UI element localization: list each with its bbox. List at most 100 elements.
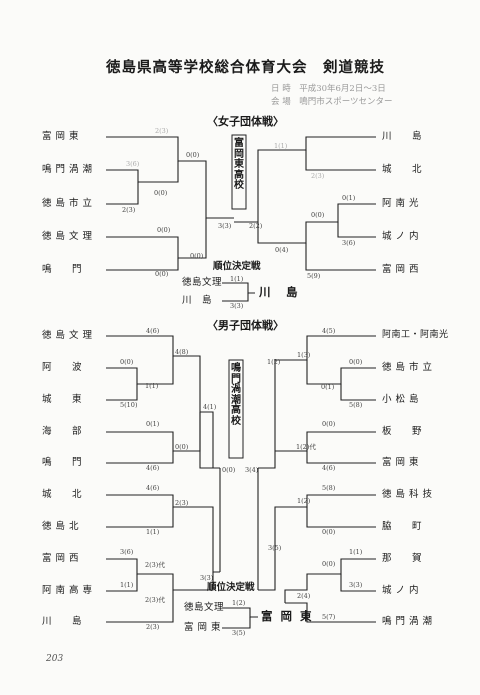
women-placing-winner: 川 島 (259, 285, 300, 299)
women-score: 3(6) (342, 239, 356, 247)
women-score: 0(0) (186, 151, 200, 159)
men-left-team: 城 北 (42, 489, 83, 500)
men-score: 3(3) (349, 581, 363, 589)
women-left-team: 徳 島 文 理 (42, 231, 93, 242)
men-right-team: 板 野 (382, 426, 423, 437)
men-score: 1(1) (146, 528, 160, 536)
men-score: 1(3) (297, 351, 311, 359)
women-score: 0(0) (157, 226, 171, 234)
women-section-title: 〈女子団体戦〉 (207, 115, 284, 128)
women-score: 3(3) (218, 222, 232, 230)
women-placing-score: 1(1) (230, 275, 244, 283)
men-left-team: 阿 南 高 専 (42, 585, 93, 596)
men-score: 4(6) (146, 327, 160, 335)
women-left-team: 富 岡 東 (42, 131, 80, 142)
men-score: 1(2)代 (296, 443, 316, 451)
men-score: 4(1) (203, 403, 217, 411)
men-right-team: 徳 島 市 立 (382, 362, 433, 373)
men-score: 0(1) (321, 383, 335, 391)
men-right-team: 阿南工・阿南光 (382, 330, 449, 340)
men-score: 1(1) (120, 581, 134, 589)
men-placing-lines (222, 607, 258, 629)
men-score: 3(5) (268, 544, 282, 552)
men-right-team: 小 松 島 (382, 394, 420, 405)
women-left-team: 徳 島 市 立 (42, 198, 93, 209)
men-score: 1(1) (349, 548, 363, 556)
men-left-team: 海 部 (42, 426, 83, 437)
men-score: 5(8) (349, 401, 363, 409)
women-right-team: 城 北 (382, 164, 423, 175)
event-venue: 会 場 鳴門市スポーツセンター (271, 97, 393, 107)
men-right-team: 城 ノ 内 (382, 585, 420, 596)
women-right-team: 城 ノ 内 (382, 231, 420, 242)
women-right-team: 富 岡 西 (382, 264, 420, 275)
men-placing-winner: 富 岡 東 (261, 609, 314, 623)
women-score: 0(0) (311, 211, 325, 219)
men-score: 2(3)代 (145, 596, 165, 604)
women-placing-team: 川 島 (182, 295, 213, 306)
men-champion-label: 鳴門渦潮高校 (231, 363, 241, 427)
men-final-score: 0(0) (222, 466, 236, 474)
women-score: 0(1) (342, 194, 356, 202)
women-score: 0(0) (154, 189, 168, 197)
women-right-team: 阿 南 光 (382, 198, 420, 209)
men-left-team: 徳 島 北 (42, 521, 80, 532)
women-score: 2(3) (122, 206, 136, 214)
men-score: 3(3) (200, 574, 214, 582)
women-placing-team: 徳島文理 (182, 277, 223, 288)
men-score: 0(0) (175, 443, 189, 451)
men-score: 4(6) (146, 464, 160, 472)
men-score: 0(0) (322, 560, 336, 568)
women-placing-title: 順位決定戦 (213, 261, 261, 272)
women-left-team: 鳴 門 渦 潮 (42, 164, 93, 175)
men-right-team: 脇 町 (382, 521, 423, 532)
women-score: 3(6) (126, 160, 140, 168)
men-left-team: 鳴 門 (42, 457, 83, 468)
event-dates: 日 時 平成30年6月2日～3日 (271, 84, 386, 94)
women-placing-score: 3(3) (230, 302, 244, 310)
women-placing-lines (222, 282, 255, 302)
men-score: 4(6) (322, 464, 336, 472)
men-score: 0(1) (146, 420, 160, 428)
men-score: 2(3) (146, 623, 160, 631)
men-left-team: 川 島 (42, 616, 83, 627)
men-score: 4(5) (322, 327, 336, 335)
men-left-team: 城 東 (42, 394, 83, 405)
men-champion-box (228, 359, 244, 459)
men-placing-title: 順位決定戦 (207, 582, 255, 593)
men-right-team: 徳 島 科 技 (382, 489, 433, 500)
men-left-team: 阿 波 (42, 362, 83, 373)
page-number: 203 (46, 654, 64, 664)
men-placing-team: 徳島文理 (184, 602, 225, 613)
women-score: 2(3) (155, 127, 169, 135)
men-placing-score: 1(2) (232, 599, 246, 607)
men-score: 2(4) (297, 592, 311, 600)
women-right-team: 川 島 (382, 131, 423, 142)
men-right-lines (257, 335, 376, 623)
men-score: 1(2) (297, 497, 311, 505)
men-score: 1(2) (267, 358, 281, 366)
women-right-lines (234, 136, 376, 271)
women-left-lines (106, 136, 234, 271)
men-score: 4(8) (175, 348, 189, 356)
women-left-team: 鳴 門 (42, 264, 83, 275)
men-score: 1(1) (145, 382, 159, 390)
women-champion-label: 富岡東高校 (234, 138, 244, 191)
men-placing-score: 3(5) (232, 629, 246, 637)
men-score: 4(6) (146, 484, 160, 492)
men-score: 2(3) (175, 499, 189, 507)
women-score: 2(3) (311, 172, 325, 180)
men-score: 0(0) (120, 358, 134, 366)
page-title: 徳島県高等学校総合体育大会 剣道競技 (106, 59, 385, 76)
women-score: 0(4) (275, 246, 289, 254)
men-score: 2(3)代 (145, 561, 165, 569)
men-score: 0(0) (322, 420, 336, 428)
women-score: 0(0) (190, 252, 204, 260)
men-score: 5(10) (120, 401, 138, 409)
men-section-title: 〈男子団体戦〉 (207, 319, 284, 332)
women-score: 2(2) (249, 222, 263, 230)
men-score: 0(0) (322, 528, 336, 536)
men-right-team: 富 岡 東 (382, 457, 420, 468)
men-score: 3(6) (120, 548, 134, 556)
